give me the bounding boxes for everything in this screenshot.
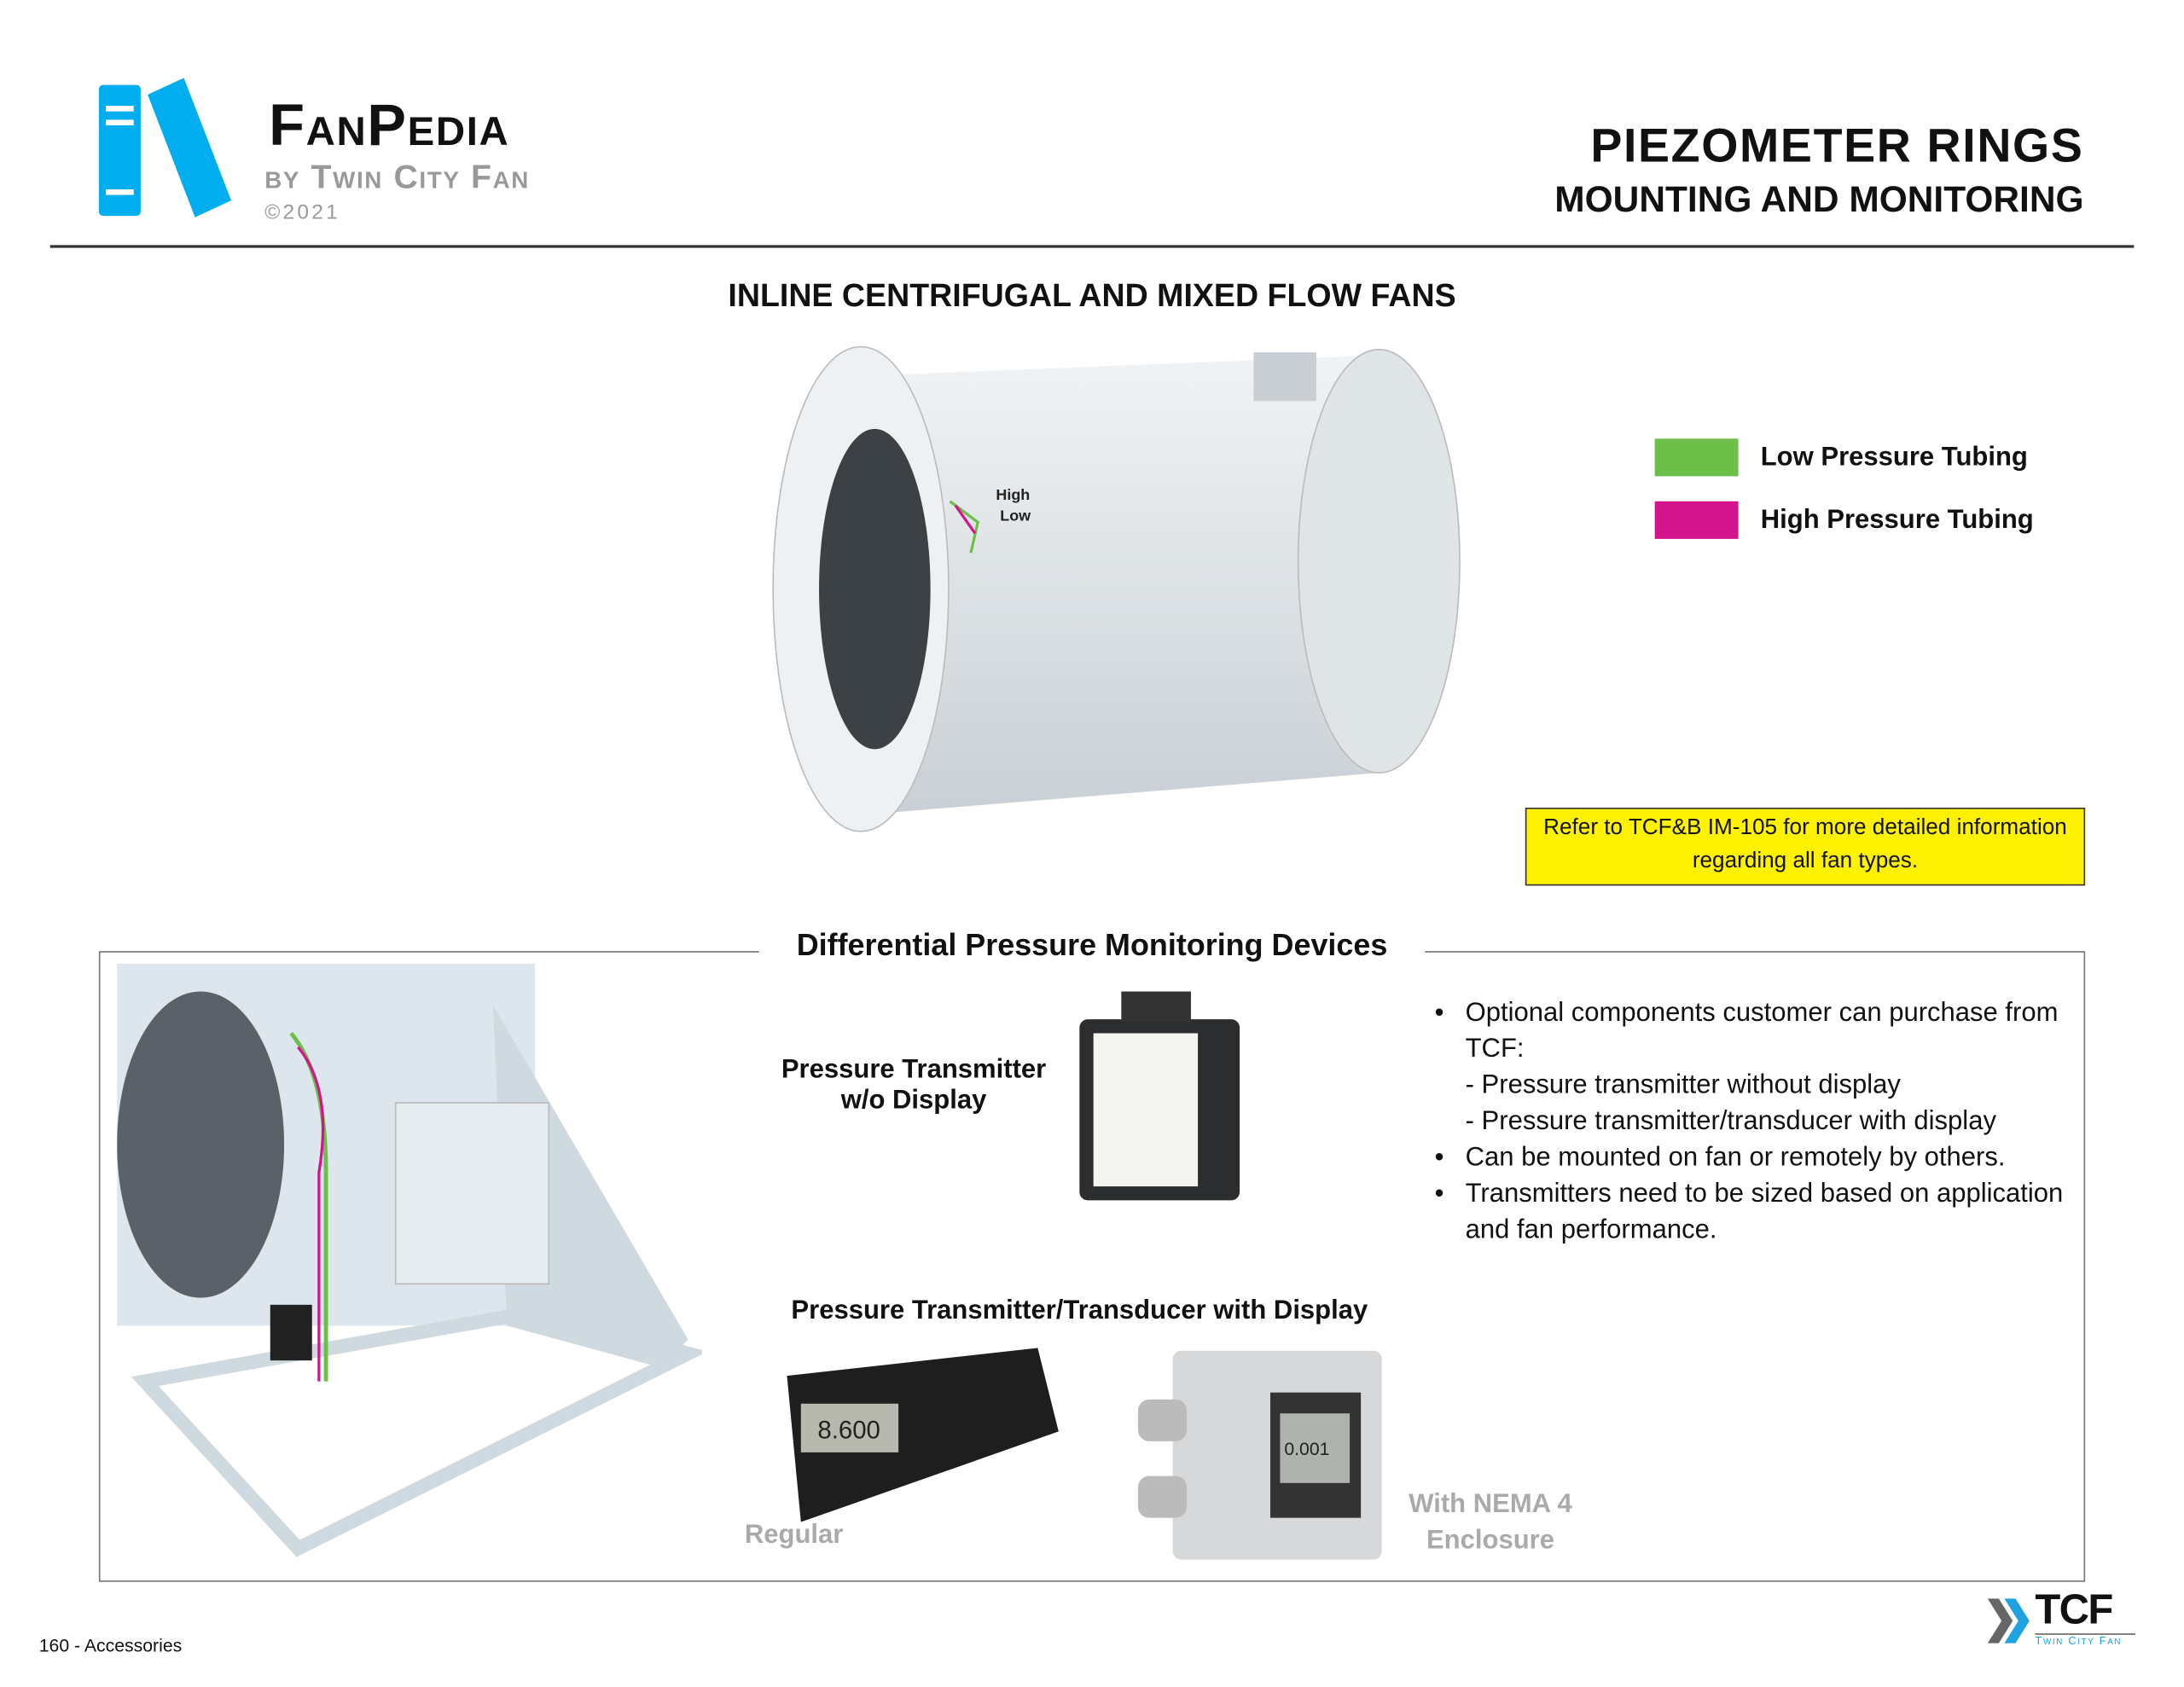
tcf-brand: TCF [2035, 1587, 2113, 1634]
chevrons-icon [1987, 1598, 2030, 1644]
logo-title: FanPedia [269, 91, 510, 158]
low-label: Low [1000, 507, 1031, 525]
transmitter-label: Pressure Transmitter w/o Display [781, 1055, 1047, 1116]
tcf-logo: TCF Twin City Fan [1985, 1587, 2139, 1649]
bullet-item: Can be mounted on fan or remotely by oth… [1435, 1140, 2076, 1176]
page-title: PIEZOMETER RINGS [1590, 119, 2084, 173]
legend-label: High Pressure Tubing [1760, 504, 2034, 535]
reference-note: Refer to TCF&B IM-105 for more detailed … [1525, 807, 2086, 886]
regular-label: Regular [744, 1520, 844, 1551]
regular-display-image: 8.600 [787, 1348, 1059, 1522]
legend-label: Low Pressure Tubing [1760, 442, 2028, 472]
tcf-brand-sub: Twin City Fan [2035, 1633, 2135, 1647]
section-title: INLINE CENTRIFUGAL AND MIXED FLOW FANS [728, 276, 1456, 314]
inline-fan-image: High Low [772, 345, 1461, 832]
centrifugal-fan-image [117, 963, 702, 1557]
bullet-item: Transmitters need to be sized based on a… [1435, 1177, 2076, 1249]
high-label: High [996, 486, 1030, 503]
header-divider [49, 245, 2135, 248]
logo-subtitle: by Twin City Fan [264, 159, 530, 197]
logo-copyright: ©2021 [264, 200, 341, 224]
devices-title: Differential Pressure Monitoring Devices [758, 927, 1426, 964]
nema-label: With NEMA 4 Enclosure [1409, 1489, 1572, 1556]
nema-enclosure-image: 0.001 [1137, 1350, 1382, 1560]
page-subtitle: MOUNTING AND MONITORING [1554, 177, 2084, 220]
legend-high: High Pressure Tubing [1654, 501, 2034, 539]
pressure-transmitter-image [1079, 991, 1240, 1201]
regular-readout: 8.600 [817, 1417, 880, 1445]
device-bullets: Optional components customer can purchas… [1435, 995, 2076, 1249]
display-label: Pressure Transmitter/Transducer with Dis… [791, 1296, 1368, 1326]
page-number: 160 - Accessories [38, 1634, 183, 1656]
low-swatch [1654, 438, 1739, 477]
legend-low: Low Pressure Tubing [1654, 438, 2028, 477]
books-logo-icon [98, 78, 232, 217]
sub-item: - Pressure transmitter/transducer with d… [1465, 1106, 1996, 1137]
bullet-item: Optional components customer can purchas… [1435, 995, 2076, 1068]
sub-item: - Pressure transmitter without display [1465, 1070, 1901, 1100]
nema-readout: 0.001 [1284, 1440, 1329, 1459]
high-swatch [1654, 501, 1739, 539]
